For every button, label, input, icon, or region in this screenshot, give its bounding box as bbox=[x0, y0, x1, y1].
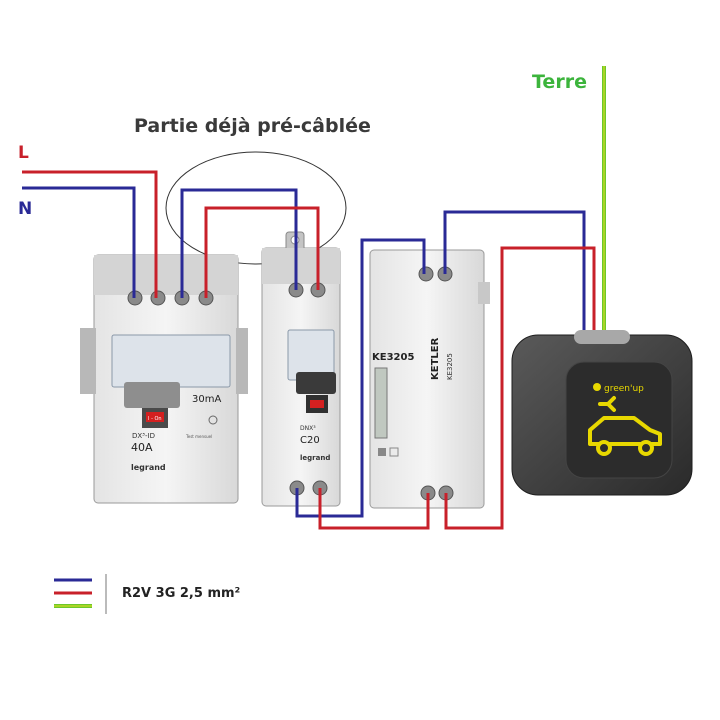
diagram-title: Partie déjà pré-câblée bbox=[134, 115, 371, 137]
earth-label: Terre bbox=[532, 71, 587, 93]
neutral-label: N bbox=[18, 199, 32, 219]
legend-cable-text: R2V 3G 2,5 mm² bbox=[122, 586, 240, 601]
meter-neutral-out-wire bbox=[443, 210, 586, 330]
switch-state-text: I - On bbox=[148, 416, 162, 422]
meter-brand-text: KETLER bbox=[430, 337, 441, 380]
ev-car-icon bbox=[588, 396, 662, 456]
supply-phase-wire bbox=[22, 170, 158, 298]
prewired-neutral-wire bbox=[180, 188, 298, 298]
energy-meter: KE3205 KETLER KE3205 bbox=[369, 249, 490, 509]
circuit-breaker: DNX³ C20 legrand bbox=[261, 231, 341, 507]
meter-model-text: KE3205 bbox=[372, 352, 414, 363]
breaker-model-text: DNX³ bbox=[300, 425, 316, 432]
breaker-neutral-out-wire bbox=[295, 238, 426, 518]
differential-switch: I - On 30mA DX³-ID 40A legrand Test mens… bbox=[80, 254, 248, 504]
switch-brand-text: legrand bbox=[131, 463, 166, 472]
prewired-phase-wire bbox=[204, 206, 320, 298]
charging-socket: green'up bbox=[511, 330, 693, 496]
breaker-rating-text: C20 bbox=[300, 435, 320, 446]
meter-phase-out-wire bbox=[444, 246, 596, 530]
switch-test-text: Test mensuel bbox=[185, 434, 212, 439]
breaker-brand-text: legrand bbox=[300, 454, 330, 462]
socket-brand-text: green'up bbox=[604, 384, 644, 394]
supply-neutral-wire bbox=[22, 186, 136, 298]
switch-rating-text: 40A bbox=[131, 441, 153, 454]
phase-label: L bbox=[18, 143, 29, 163]
breaker-phase-out-wire bbox=[318, 488, 430, 530]
switch-model-text: DX³-ID bbox=[132, 432, 155, 440]
meter-model-vertical-text: KE3205 bbox=[446, 353, 454, 380]
switch-sensitivity-text: 30mA bbox=[192, 394, 221, 405]
cable-legend: R2V 3G 2,5 mm² bbox=[54, 574, 240, 614]
prewired-zone-ellipse bbox=[165, 151, 347, 265]
